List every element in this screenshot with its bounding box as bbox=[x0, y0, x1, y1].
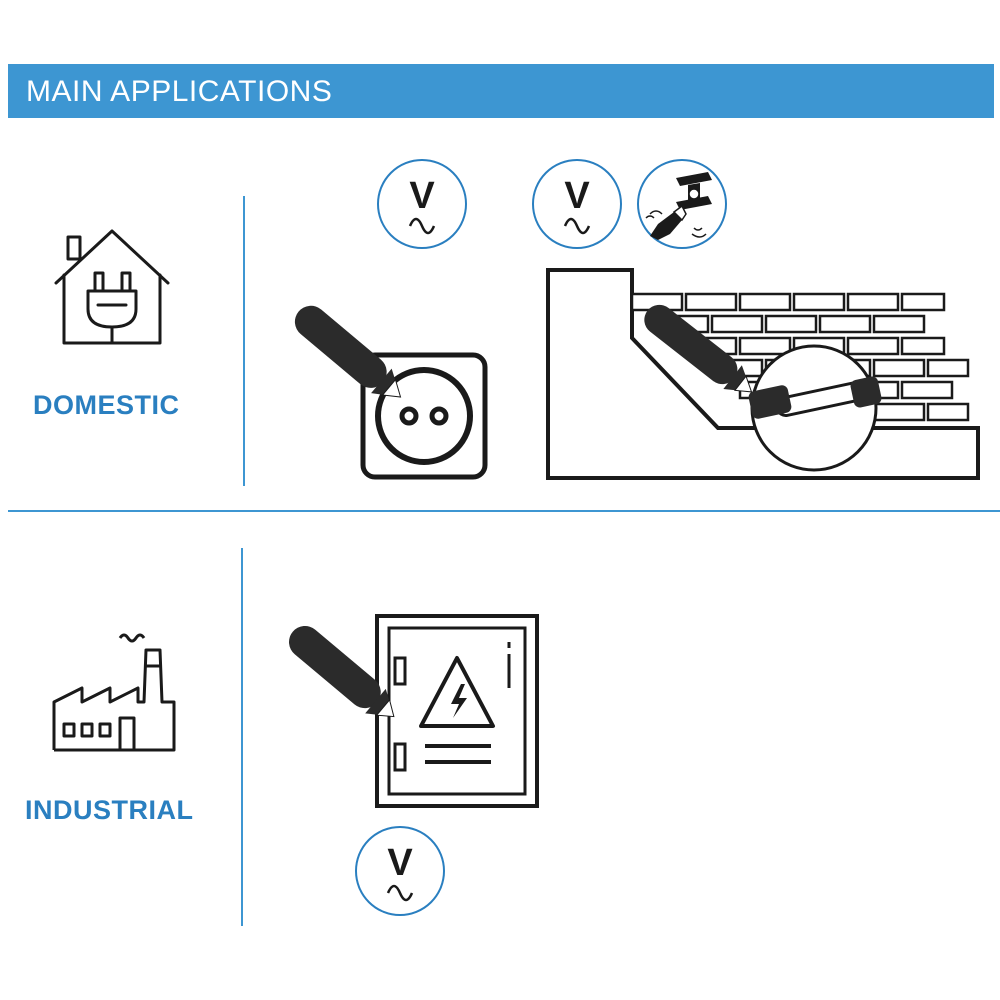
wall-cable-illustration bbox=[546, 266, 986, 484]
industrial-divider bbox=[241, 548, 243, 926]
section-separator bbox=[8, 510, 1000, 512]
voltage-ac-icon: V bbox=[354, 825, 446, 917]
header-bar: MAIN APPLICATIONS bbox=[8, 64, 994, 118]
section-label-industrial: INDUSTRIAL bbox=[25, 795, 194, 825]
voltage-letter: V bbox=[387, 842, 413, 884]
header-title: MAIN APPLICATIONS bbox=[26, 75, 333, 108]
section-label-domestic: DOMESTIC bbox=[33, 390, 180, 420]
voltage-ac-icon: V bbox=[376, 158, 468, 250]
metal-detection-icon bbox=[636, 158, 728, 250]
house-plug-icon bbox=[50, 225, 175, 350]
voltage-letter: V bbox=[409, 175, 435, 217]
domestic-divider bbox=[243, 196, 245, 486]
electrical-panel-illustration bbox=[285, 612, 550, 812]
factory-icon bbox=[50, 630, 180, 755]
socket-outlet-illustration bbox=[285, 300, 495, 485]
voltage-ac-icon: V bbox=[531, 158, 623, 250]
voltage-letter: V bbox=[564, 175, 590, 217]
